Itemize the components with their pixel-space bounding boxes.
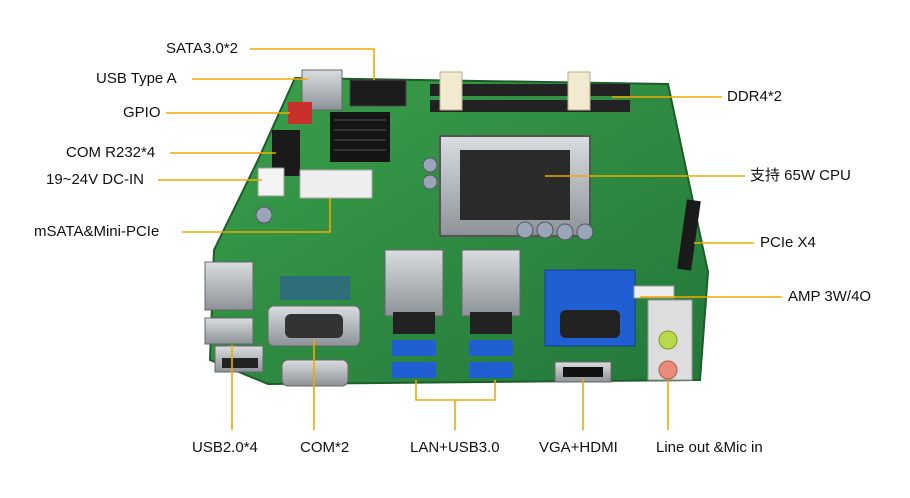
label-usb2: USB2.0*4 (192, 439, 258, 456)
usb-type-a-port (301, 69, 343, 111)
label-com2: COM*2 (300, 439, 350, 456)
pcie-slot (677, 199, 701, 271)
label-pcie: PCIe X4 (760, 234, 816, 251)
label-lan-usb3: LAN+USB3.0 (410, 439, 500, 456)
dc-in-connector (257, 167, 285, 197)
amp-connector (633, 285, 675, 299)
leader-lines (158, 48, 782, 430)
label-vga-hdmi: VGA+HDMI (539, 439, 618, 456)
capacitors (255, 157, 594, 241)
gpio-header (288, 102, 312, 124)
label-amp: AMP 3W/4O (788, 288, 872, 305)
label-sata: SATA3.0*2 (166, 40, 238, 57)
label-gpio: GPIO (123, 104, 161, 121)
msata-slot (299, 169, 373, 199)
label-ddr4: DDR4*2 (727, 88, 783, 105)
label-cpu: 支持 65W CPU (750, 167, 851, 184)
vga-hdmi-ports (544, 269, 636, 383)
label-com-r232: COM R232*4 (66, 144, 156, 161)
com-ports (267, 276, 361, 387)
label-dc-in: 19~24V DC-IN (46, 171, 144, 188)
usb2-ports (204, 261, 264, 373)
heatsink-fins (334, 119, 386, 151)
label-audio: Line out &Mic in (656, 439, 763, 456)
sata-connectors (349, 79, 407, 107)
label-msata: mSATA&Mini-PCIe (34, 223, 160, 240)
label-usb-type-a: USB Type A (96, 70, 177, 87)
ddr4-slots (430, 71, 630, 112)
lan-usb3-ports (384, 249, 521, 378)
audio-jacks (647, 299, 693, 381)
